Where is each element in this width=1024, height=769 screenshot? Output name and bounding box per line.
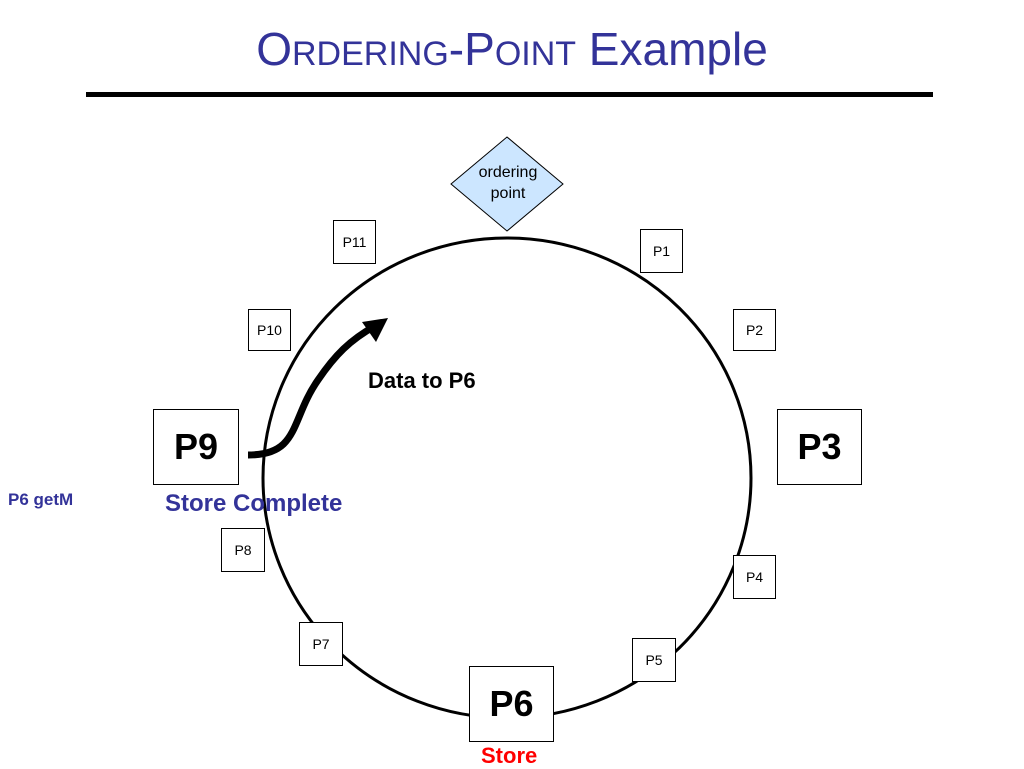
node-p7: P7 xyxy=(299,622,343,666)
node-p4: P4 xyxy=(733,555,776,599)
node-p3: P3 xyxy=(777,409,862,485)
title-hyphen: - xyxy=(448,23,465,75)
data-to-p6-label: Data to P6 xyxy=(368,368,476,393)
store-label: Store xyxy=(481,743,538,768)
title-initial-p: P xyxy=(464,23,495,75)
node-p10: P10 xyxy=(248,309,291,351)
title-rest-ordering: RDERING xyxy=(292,35,449,73)
slide-title: ORDERING-POINT Example xyxy=(0,22,1024,76)
data-arrow-head xyxy=(362,318,388,342)
node-p9: P9 xyxy=(153,409,239,485)
ordering-point-line1: ordering xyxy=(478,164,538,181)
node-p6: P6 xyxy=(469,666,554,742)
title-initial-o: O xyxy=(256,23,292,75)
title-underline xyxy=(86,92,933,97)
title-rest-point: OINT xyxy=(494,35,577,73)
title-example: Example xyxy=(576,23,768,75)
ordering-point-line2: point xyxy=(490,185,526,202)
ordering-point-label: ordering point xyxy=(458,162,558,204)
p6-getm-label: P6 getM xyxy=(8,490,74,509)
node-p5: P5 xyxy=(632,638,676,682)
store-complete-label: Store Complete xyxy=(165,490,343,517)
data-arrow xyxy=(247,322,377,459)
node-p8: P8 xyxy=(221,528,265,572)
ordering-point-diamond xyxy=(450,136,564,232)
node-p1: P1 xyxy=(640,229,683,273)
node-p11: P11 xyxy=(333,220,376,264)
node-p2: P2 xyxy=(733,309,776,351)
